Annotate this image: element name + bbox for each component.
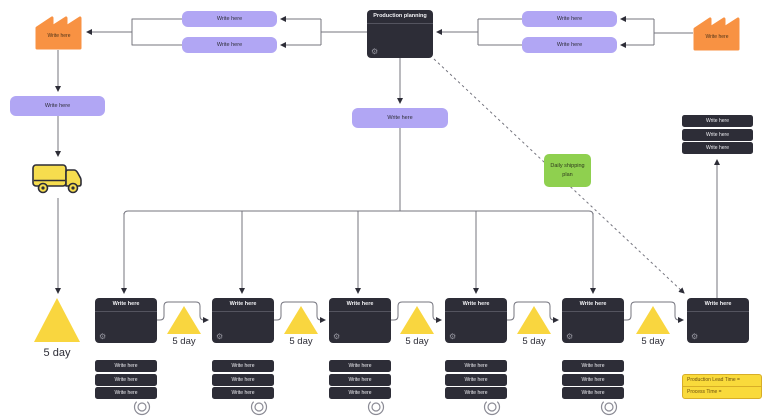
daily-shipping-plan-box[interactable]: Daily shipping plan [544,154,591,187]
right-data-stack[interactable]: Write here Write here Write here [682,115,753,154]
info-box-left-bottom[interactable]: Write here [182,37,277,53]
gear-icon: ⚙ [333,332,341,341]
data-row[interactable]: Write here [95,360,157,372]
data-row[interactable]: Write here [562,373,624,386]
gear-icon: ⚙ [691,332,699,341]
data-row[interactable]: Write here [562,387,624,399]
data-row[interactable]: Write here [682,128,753,141]
inventory-triangle-6[interactable] [636,306,670,334]
process-box-6[interactable]: Write here ⚙ [687,298,749,343]
schedule-box-label: Write here [387,115,413,121]
data-row[interactable]: Write here [445,360,507,372]
legend-process-time: Process Time = [687,389,722,395]
schedule-box-label: Write here [44,103,71,109]
process-box-label: Write here [95,298,157,312]
data-row[interactable]: Write here [212,373,274,386]
gear-icon: ⚙ [566,332,574,341]
data-row[interactable]: Write here [682,115,753,127]
operator-icon[interactable] [364,398,388,418]
data-row[interactable]: Write here [329,373,391,386]
legend-lead-time: Production Lead Time = [683,375,761,387]
schedule-box-left[interactable]: Write here [10,96,105,116]
production-planning-title: Production planning [367,10,433,24]
right-factory[interactable]: Write here [693,13,741,51]
process-box-label: Write here [562,298,624,312]
info-box-left-top[interactable]: Write here [182,11,277,27]
data-row[interactable]: Write here [95,387,157,399]
gear-icon: ⚙ [99,332,107,341]
left-factory[interactable]: Write here [35,12,83,50]
data-row[interactable]: Write here [445,387,507,399]
timeline-legend[interactable]: Production Lead Time = Process Time = [682,374,762,399]
inventory-triangle-5[interactable] [517,306,551,334]
data-stack-3[interactable]: Write here Write here Write here [329,360,391,399]
inventory-triangle-2[interactable] [167,306,201,334]
data-row[interactable]: Write here [329,387,391,399]
data-row[interactable]: Write here [445,373,507,386]
gear-icon: ⚙ [371,47,379,56]
data-row[interactable]: Write here [329,360,391,372]
data-stack-5[interactable]: Write here Write here Write here [562,360,624,399]
left-factory-label: Write here [47,33,71,39]
inventory-triangle-3[interactable] [284,306,318,334]
info-box-label: Write here [556,42,583,48]
inventory-label-6: 5 day [641,336,665,347]
process-box-5[interactable]: Write here ⚙ [562,298,624,343]
daily-shipping-plan-label: Daily shipping plan [550,163,585,178]
production-planning-box[interactable]: Production planning ⚙ [367,10,433,58]
info-box-label: Write here [216,16,243,22]
data-row[interactable]: Write here [682,142,753,154]
operator-icon[interactable] [247,398,271,418]
process-box-label: Write here [445,298,507,312]
info-box-label: Write here [556,16,583,22]
data-stack-2[interactable]: Write here Write here Write here [212,360,274,399]
inventory-label-2: 5 day [172,336,196,347]
gear-icon: ⚙ [449,332,457,341]
operator-icon[interactable] [480,398,504,418]
info-box-label: Write here [216,42,243,48]
data-row[interactable]: Write here [562,360,624,372]
schedule-box-center[interactable]: Write here [352,108,448,128]
inventory-label-3: 5 day [289,336,313,347]
data-stack-4[interactable]: Write here Write here Write here [445,360,507,399]
inventory-triangle-1[interactable] [34,298,80,342]
process-box-3[interactable]: Write here ⚙ [329,298,391,343]
process-box-1[interactable]: Write here ⚙ [95,298,157,343]
info-box-right-top[interactable]: Write here [522,11,617,27]
process-box-2[interactable]: Write here ⚙ [212,298,274,343]
inventory-triangle-4[interactable] [400,306,434,334]
operator-icon[interactable] [597,398,621,418]
data-row[interactable]: Write here [212,360,274,372]
process-box-4[interactable]: Write here ⚙ [445,298,507,343]
inventory-label-4: 5 day [405,336,429,347]
process-box-label: Write here [329,298,391,312]
factory-icon [35,16,82,50]
truck-icon[interactable] [30,158,84,198]
right-factory-label: Write here [705,34,729,40]
inventory-label-5: 5 day [522,336,546,347]
process-box-label: Write here [687,298,749,312]
inventory-label-1: 5 day [43,347,71,359]
data-row[interactable]: Write here [95,373,157,386]
gear-icon: ⚙ [216,332,224,341]
process-box-label: Write here [212,298,274,312]
factory-icon [693,17,740,51]
info-box-right-bottom[interactable]: Write here [522,37,617,53]
data-stack-1[interactable]: Write here Write here Write here [95,360,157,399]
operator-icon[interactable] [130,398,154,418]
data-row[interactable]: Write here [212,387,274,399]
